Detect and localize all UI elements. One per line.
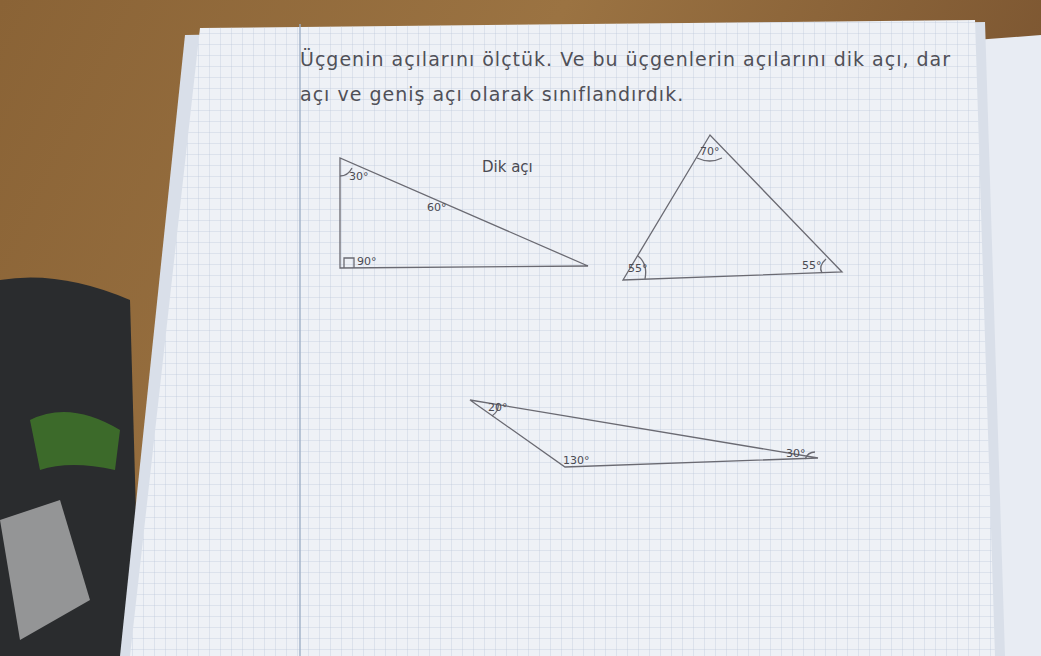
right-triangle	[340, 158, 588, 268]
angle-value: 30°	[348, 170, 370, 183]
angle-value: 90°	[356, 255, 378, 268]
dark-cloth	[0, 278, 140, 656]
angle-value: 130°	[562, 454, 591, 467]
angle-value: 55°	[801, 259, 823, 272]
cloth-pattern	[30, 412, 120, 470]
angle-value: 20°	[487, 401, 509, 414]
angle-value: 70°	[699, 145, 721, 158]
cloth-print	[0, 500, 90, 640]
acute-triangle	[623, 135, 842, 280]
angle-value: 55°	[627, 262, 649, 275]
angle-value: 60°	[426, 201, 448, 214]
angle-arc	[805, 452, 815, 459]
right-angle-mark	[344, 258, 354, 268]
notebook-page	[130, 20, 995, 656]
note-paragraph: Üçgenin açılarını ölçtük. Ve bu üçgenler…	[300, 42, 970, 112]
margin-line	[299, 24, 300, 656]
angle-value: 30°	[785, 447, 807, 460]
triangle-type: Dik açı	[482, 158, 533, 176]
obtuse-triangle	[470, 400, 818, 467]
grid-lines	[130, 20, 995, 656]
angle-arc	[697, 158, 722, 161]
